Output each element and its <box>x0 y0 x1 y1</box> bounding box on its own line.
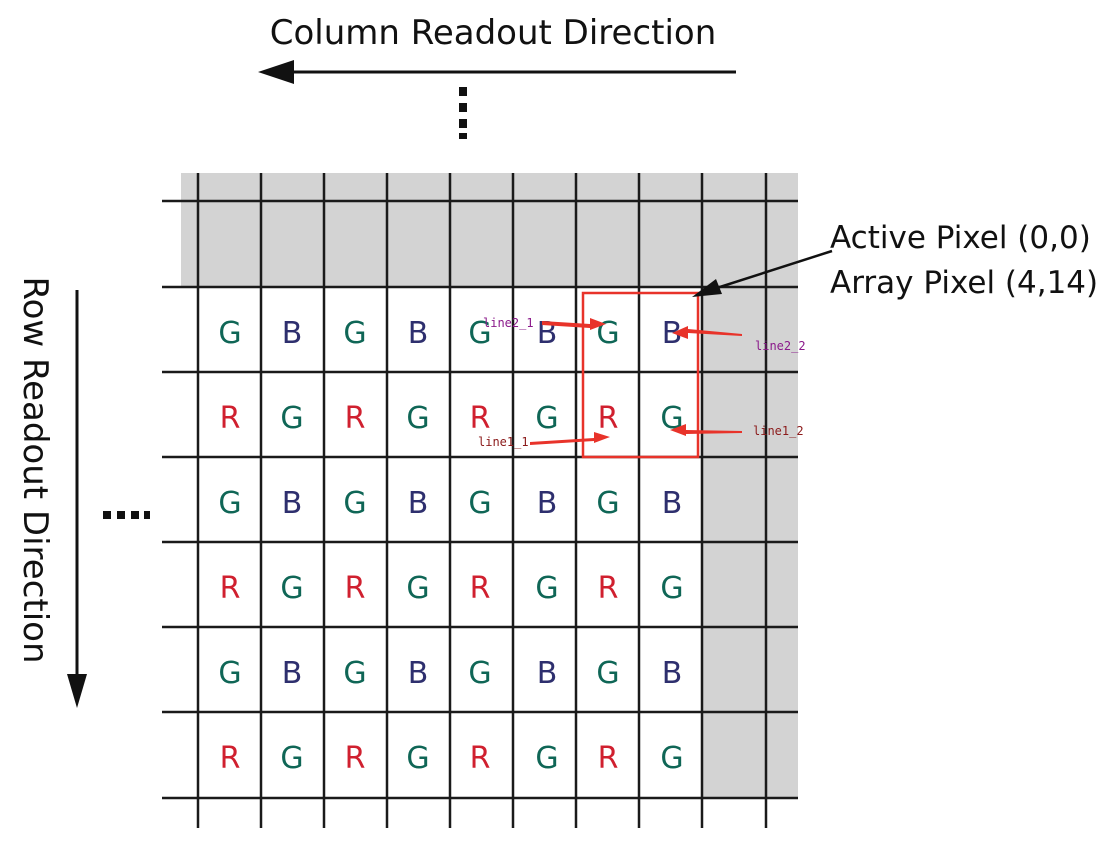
active-pixel-pointer <box>697 249 833 296</box>
pixel-b-r4-c7: B <box>662 656 683 691</box>
annotation-arrows <box>530 318 742 445</box>
pixel-g-r2-c0: G <box>218 486 241 521</box>
horizontal-ellipsis <box>103 511 150 519</box>
pixel-b-r2-c7: B <box>662 486 683 521</box>
pixel-g-r5-c1: G <box>280 741 303 776</box>
pixel-r-r3-c4: R <box>470 571 491 606</box>
pixel-r-r5-c4: R <box>470 741 491 776</box>
column-readout-label: Column Readout Direction <box>270 13 717 53</box>
pixel-b-r4-c3: B <box>408 656 429 691</box>
row-readout-label: Row Readout Direction <box>15 276 55 663</box>
annotation-line2-2: line2_2 <box>755 339 806 353</box>
pixel-g-r4-c4: G <box>468 656 491 691</box>
pixel-r-r1-c4: R <box>470 401 491 436</box>
pixel-b-r0-c7: B <box>662 316 683 351</box>
pixel-r-r3-c2: R <box>345 571 366 606</box>
pixel-b-r2-c1: B <box>282 486 303 521</box>
pixel-b-r4-c5: B <box>537 656 558 691</box>
pixel-g-r3-c3: G <box>406 571 429 606</box>
pixel-r-r3-c6: R <box>598 571 619 606</box>
pixel-r-r5-c0: R <box>220 741 241 776</box>
pixel-grid-lines <box>162 173 798 828</box>
pixel-g-r3-c7: G <box>660 571 683 606</box>
annotation-line2-1: line2_1 <box>483 316 534 330</box>
pixel-g-r1-c3: G <box>406 401 429 436</box>
pixel-g-r4-c2: G <box>343 656 366 691</box>
pixel-g-r2-c6: G <box>596 486 619 521</box>
pixel-g-r4-c0: G <box>218 656 241 691</box>
pixel-g-r4-c6: G <box>596 656 619 691</box>
pixel-g-r2-c2: G <box>343 486 366 521</box>
pixel-r-r1-c6: R <box>598 401 619 436</box>
pixel-g-r0-c2: G <box>343 316 366 351</box>
pixel-g-r5-c3: G <box>406 741 429 776</box>
pixel-g-r0-c6: G <box>596 316 619 351</box>
active-pixel-label: Active Pixel (0,0) <box>830 220 1091 256</box>
pixel-r-r1-c0: R <box>220 401 241 436</box>
pixel-g-r2-c4: G <box>468 486 491 521</box>
pixel-b-r4-c1: B <box>282 656 303 691</box>
pixel-g-r3-c5: G <box>535 571 558 606</box>
annotation-line1-2: line1_2 <box>753 424 804 438</box>
vertical-ellipsis <box>459 87 467 139</box>
pixel-r-r5-c6: R <box>598 741 619 776</box>
active-pixel-pointer-head <box>692 279 722 297</box>
pixel-g-r3-c1: G <box>280 571 303 606</box>
pixel-b-r0-c1: B <box>282 316 303 351</box>
active-pixel-highlight <box>581 291 700 459</box>
pixel-r-r1-c2: R <box>345 401 366 436</box>
pixel-g-r0-c4: G <box>468 316 491 351</box>
pixel-g-r1-c1: G <box>280 401 303 436</box>
pixel-r-r5-c2: R <box>345 741 366 776</box>
row-readout-arrow <box>67 290 87 708</box>
pixel-g-r0-c0: G <box>218 316 241 351</box>
array-pixel-label: Array Pixel (4,14) <box>830 265 1098 301</box>
optical-black-top <box>181 173 798 287</box>
pixel-b-r2-c5: B <box>537 486 558 521</box>
column-readout-arrow <box>258 60 736 84</box>
pixel-b-r0-c3: B <box>408 316 429 351</box>
pixel-array: G B G B G B G B R G R G R G R G G B G B G B G B R G R G R G R G G B G B G B G B… <box>218 316 683 776</box>
pixel-b-r2-c3: B <box>408 486 429 521</box>
pixel-b-r0-c5: B <box>537 316 558 351</box>
pixel-g-r5-c7: G <box>660 741 683 776</box>
pixel-g-r5-c5: G <box>535 741 558 776</box>
pixel-g-r1-c5: G <box>535 401 558 436</box>
annotation-line1-1: line1_1 <box>478 435 529 449</box>
pixel-r-r3-c0: R <box>220 571 241 606</box>
